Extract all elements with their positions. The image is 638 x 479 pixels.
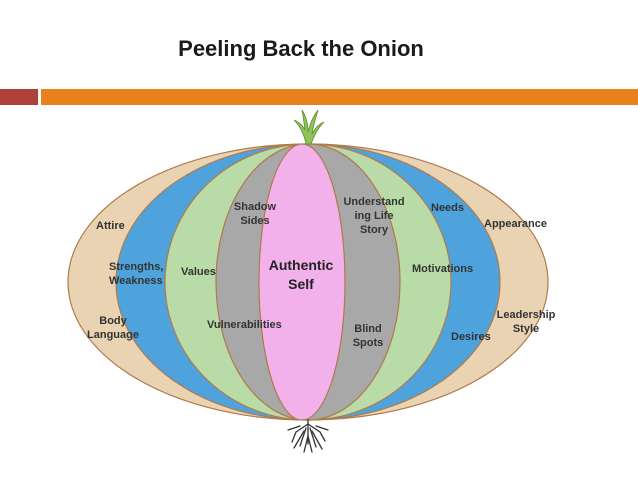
roots-icon [287,419,329,453]
page-title: Peeling Back the Onion [178,36,424,61]
label-strengths-weakness: Strengths,Weakness [109,261,164,287]
label-needs: Needs [431,202,465,214]
header-accent-bar-left [0,89,38,105]
layer-core [258,143,346,421]
label-attire: Attire [96,220,125,232]
sprout-icon [293,109,325,145]
label-vulnerabilities: Vulnerabilities [207,319,282,331]
label-appearance: Appearance [484,218,547,230]
label-desires: Desires [451,331,491,343]
label-values: Values [181,266,216,278]
label-motivations: Motivations [412,263,474,275]
header-accent-bar-right [41,89,638,105]
